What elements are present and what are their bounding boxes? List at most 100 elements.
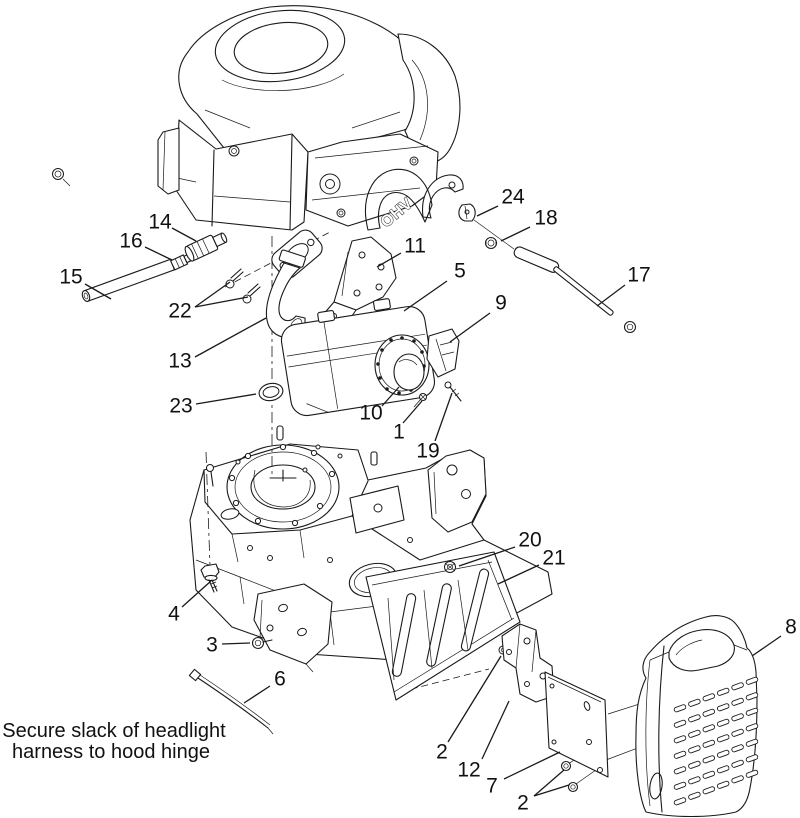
note-line-1: Secure slack of headlight (2, 720, 226, 742)
louver-slot (745, 769, 759, 778)
louver-slot (745, 676, 759, 685)
flange-nut-20 (444, 561, 456, 573)
louver-slot (716, 703, 730, 712)
callout-19: 19 (416, 440, 439, 463)
nut-18 (484, 236, 498, 250)
engine-block (175, 119, 309, 231)
callout-7: 7 (486, 775, 498, 798)
louver-slot (745, 707, 759, 716)
bracket-12 (501, 623, 555, 703)
louver-slot (745, 754, 759, 763)
screw-1 (413, 393, 427, 408)
rear-cover-8 (635, 615, 759, 818)
leader-line-14 (171, 227, 197, 242)
leader-line-7 (503, 751, 561, 780)
callout-18: 18 (534, 207, 557, 230)
louver-slot (702, 786, 716, 795)
screw-3 (251, 636, 273, 650)
louver-slot (731, 682, 744, 691)
heat-shield (365, 551, 521, 701)
rod-axis-line (473, 219, 515, 250)
leader-line-16 (144, 246, 173, 261)
flange-bolt-circle (376, 336, 426, 395)
louver-slot (731, 713, 744, 722)
louver-grid (673, 676, 759, 806)
leader-line-23 (195, 393, 257, 405)
louver-slot (731, 744, 744, 753)
callout-17: 17 (627, 264, 650, 287)
leader-line-2 (447, 655, 502, 743)
callout-16: 16 (119, 230, 142, 253)
louver-slot (716, 734, 730, 743)
leader-line-22 (194, 296, 249, 308)
louver-slot (673, 797, 687, 806)
callout-11: 11 (404, 235, 426, 258)
engine-right-cover (397, 33, 461, 164)
louver-slot (716, 765, 730, 774)
callout-5: 5 (454, 260, 466, 283)
leader-line-18 (500, 226, 531, 242)
louver-slot (673, 735, 687, 744)
callout-21: 21 (542, 547, 565, 570)
louver-slot (673, 766, 687, 775)
louver-slot (745, 692, 759, 701)
louver-slot (688, 791, 701, 800)
louver-slot (702, 770, 716, 779)
louver-slot (673, 750, 687, 759)
blower-housing (178, 5, 431, 156)
louver-slot (745, 723, 759, 732)
frame-upstand-bracket (427, 449, 487, 533)
leader-line-6 (243, 685, 271, 704)
louver-slot (688, 729, 701, 738)
leader-line-2 (533, 769, 565, 797)
rod-17 (513, 246, 637, 334)
leader-line-20 (458, 546, 516, 567)
louver-slot (731, 728, 744, 737)
louver-slot (731, 775, 744, 784)
callout-3: 3 (206, 634, 218, 657)
louver-slot (716, 780, 730, 789)
leader-line-17 (596, 284, 626, 307)
louver-slot (731, 697, 744, 706)
leader-line-4 (181, 580, 212, 608)
leader-line-12 (481, 700, 510, 760)
leader-line-19 (434, 392, 453, 442)
recoil-cover (214, 9, 346, 83)
louver-slot (716, 749, 730, 758)
engine-left-cylinder (157, 127, 180, 195)
callout-1: 1 (393, 421, 405, 444)
louver-slot (702, 708, 716, 717)
cover-slot (649, 772, 663, 800)
callout-9: 9 (495, 292, 507, 315)
nut-16 (170, 254, 192, 271)
note: Secure slack of headlight harness to hoo… (2, 720, 226, 763)
outlet-flange-10 (374, 334, 430, 396)
stud (370, 451, 378, 466)
clamp-24 (458, 203, 476, 222)
louver-slot (702, 755, 716, 764)
leader-line-11 (376, 252, 402, 268)
louver-slot (688, 698, 701, 707)
callout-22: 22 (168, 300, 191, 323)
plate-7 (544, 671, 609, 778)
louver-slot (716, 718, 730, 727)
badge-arch (364, 168, 433, 231)
louver-slot (731, 759, 744, 768)
callout-4: 4 (168, 603, 180, 626)
callout-20: 20 (518, 529, 541, 552)
leader-line-21 (497, 564, 540, 585)
spacer-14 (184, 232, 228, 262)
engine-bolts (52, 145, 419, 218)
louver-slot (688, 714, 701, 723)
louver-slot (702, 724, 716, 733)
louver-slot (673, 719, 687, 728)
callout-15: 15 (59, 266, 82, 289)
screws-2-lower (560, 760, 579, 793)
leader-line-22 (194, 281, 231, 308)
ring-bolt-holes (228, 443, 336, 527)
louver-slot (745, 738, 759, 747)
bolt-4 (200, 563, 220, 593)
callout-6: 6 (274, 668, 286, 691)
